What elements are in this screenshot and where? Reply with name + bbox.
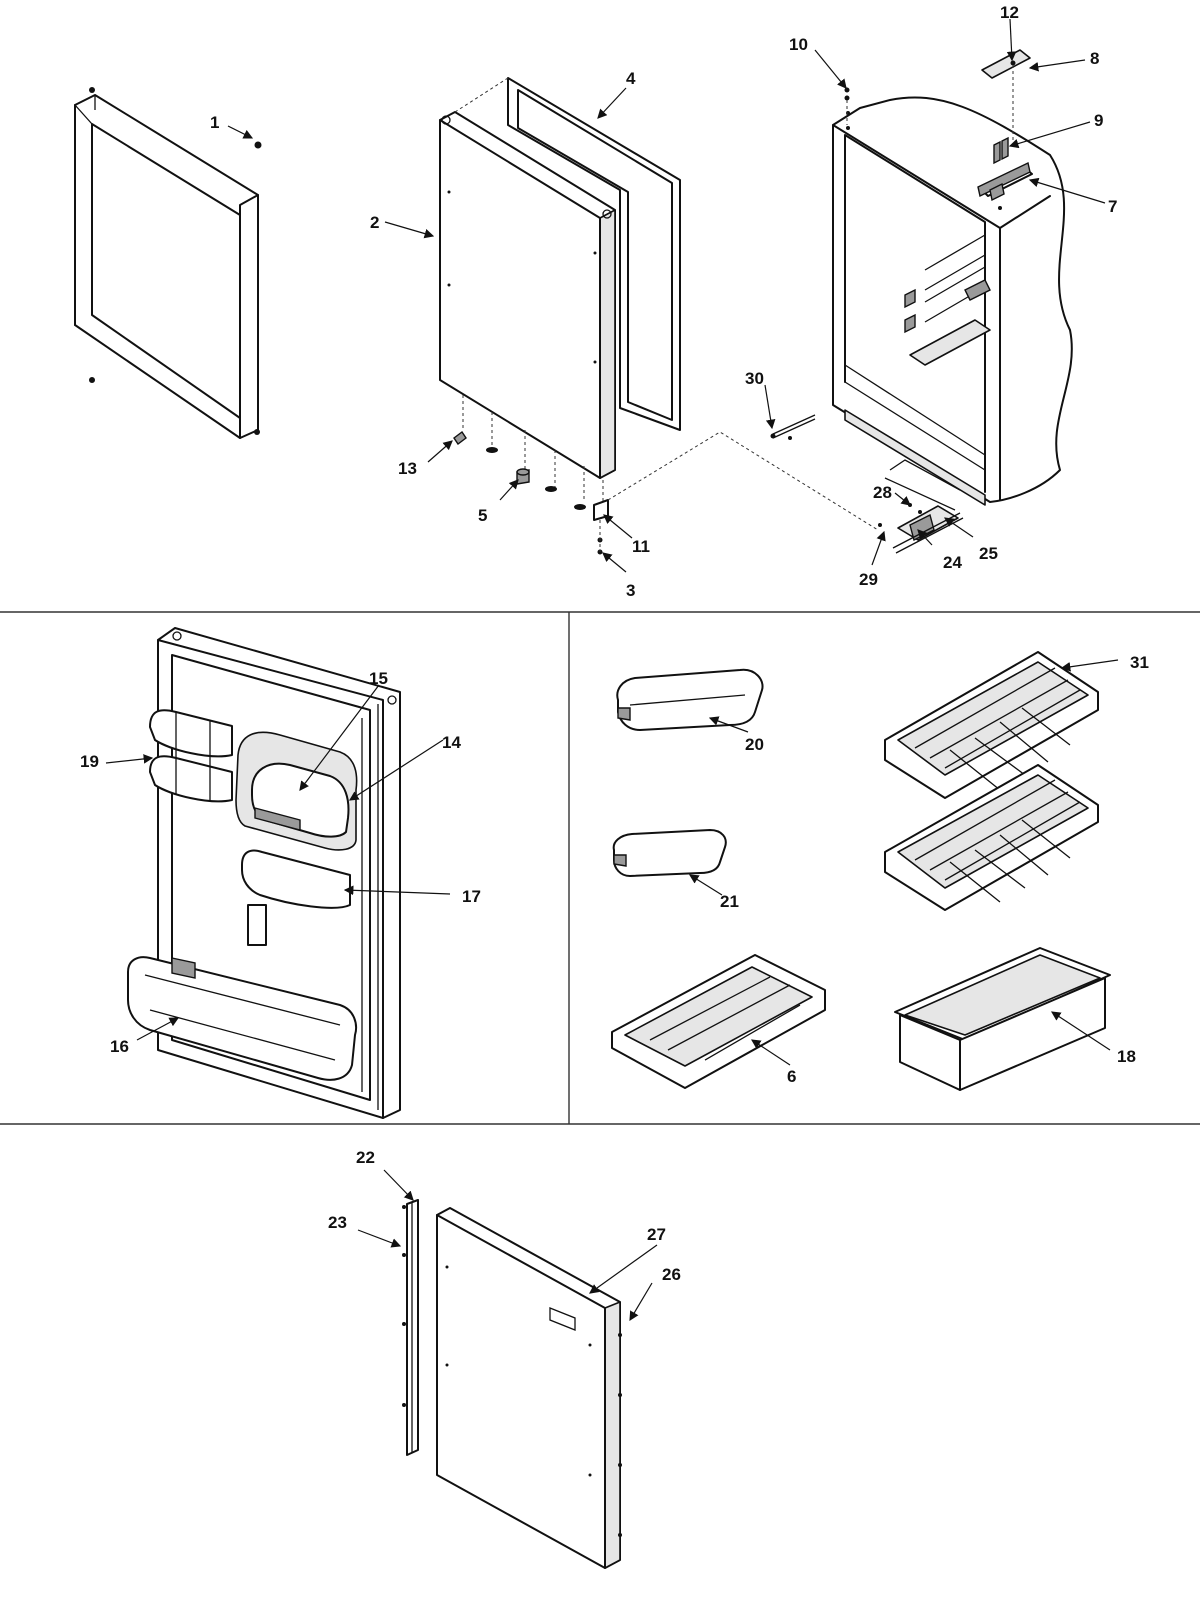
- part-20-shelf-tray: [616, 668, 764, 731]
- callout-26: 26: [662, 1265, 681, 1284]
- callout-2: 2: [370, 213, 379, 232]
- part-16-door-bin-bottom: [127, 956, 358, 1081]
- part-1-door-frame: [74, 87, 262, 439]
- callout-14: 14: [442, 733, 461, 752]
- part-2-door-panel: [439, 111, 616, 479]
- callout-labels: 1 2 3 4 5 6 7 8 9 10 11 12 13 14 15 16 1…: [80, 3, 1149, 1284]
- callout-8: 8: [1090, 49, 1099, 68]
- callout-30: 30: [745, 369, 764, 388]
- callout-20: 20: [745, 735, 764, 754]
- callout-16: 16: [110, 1037, 129, 1056]
- callout-4: 4: [626, 69, 636, 88]
- callout-12: 12: [1000, 3, 1019, 22]
- callout-19: 19: [80, 752, 99, 771]
- callout-1: 1: [210, 113, 219, 132]
- callout-5: 5: [478, 506, 487, 525]
- part-4-gasket: [507, 77, 681, 431]
- callout-27: 27: [647, 1225, 666, 1244]
- part-18-storage-bin: [894, 947, 1111, 1091]
- callout-13: 13: [398, 459, 417, 478]
- callout-15: 15: [369, 669, 388, 688]
- cabinet: [832, 96, 1073, 511]
- callout-21: 21: [720, 892, 739, 911]
- part-27-drawer-front: [436, 1207, 622, 1569]
- part-17-door-bin-middle: [241, 849, 351, 946]
- callout-6: 6: [787, 1067, 796, 1086]
- callout-29: 29: [859, 570, 878, 589]
- hinge-alignment-line: [607, 431, 879, 531]
- callout-25: 25: [979, 544, 998, 563]
- gasket-alignment-line: [454, 77, 509, 113]
- ice-tray-lower: [884, 764, 1099, 911]
- callout-31: 31: [1130, 653, 1149, 672]
- callout-11: 11: [632, 537, 650, 556]
- callout-18: 18: [1117, 1047, 1136, 1066]
- callout-7: 7: [1108, 197, 1117, 216]
- top-hinge-parts: [844, 49, 1033, 202]
- part-6-egg-tray: [611, 954, 826, 1089]
- callout-23: 23: [328, 1213, 347, 1232]
- callout-17: 17: [462, 887, 481, 906]
- callout-9: 9: [1094, 111, 1103, 130]
- part-22-handle-trim: [402, 1199, 419, 1456]
- leader-lines: [105, 18, 1119, 1322]
- callout-24: 24: [943, 553, 962, 572]
- callout-10: 10: [789, 35, 808, 54]
- part-15-dairy-compartment: [235, 731, 358, 851]
- callout-3: 3: [626, 581, 635, 600]
- part-31-ice-tray-upper: [884, 651, 1099, 799]
- part-21-shelf-tray-small: [612, 829, 727, 877]
- callout-22: 22: [356, 1148, 375, 1167]
- door-bin-upper: [149, 709, 233, 803]
- callout-28: 28: [873, 483, 892, 502]
